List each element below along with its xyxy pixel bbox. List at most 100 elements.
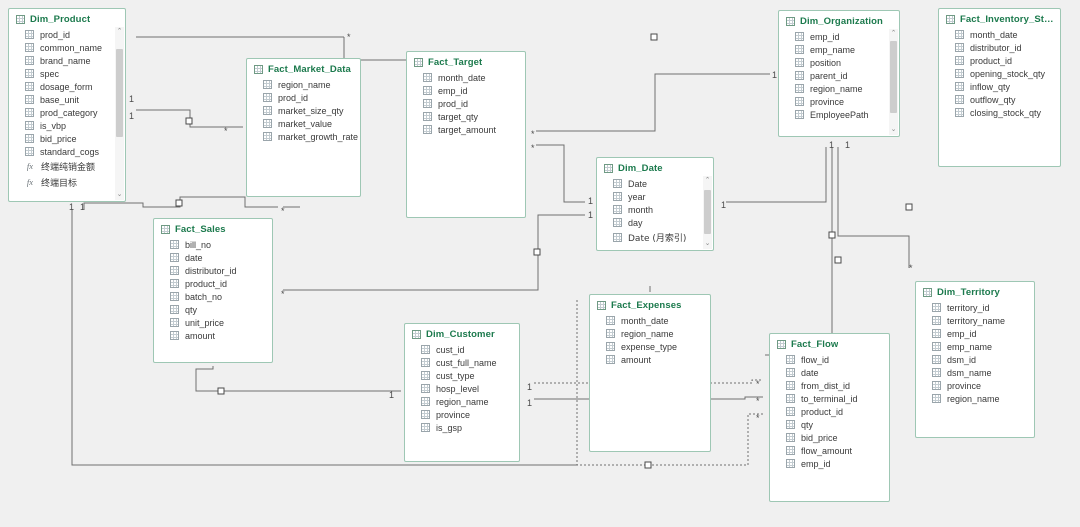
field-row[interactable]: standard_cogs (9, 145, 125, 158)
field-row[interactable]: expense_type (590, 340, 710, 353)
field-row[interactable]: qty (770, 418, 889, 431)
scroll-down-icon[interactable]: ⌄ (890, 126, 897, 133)
field-row[interactable]: dsm_name (916, 366, 1034, 379)
field-row[interactable]: brand_name (9, 54, 125, 67)
field-row[interactable]: emp_id (779, 30, 899, 43)
field-row[interactable]: flow_id (770, 353, 889, 366)
field-row[interactable]: month_date (590, 314, 710, 327)
field-row[interactable]: from_dist_id (770, 379, 889, 392)
table-header[interactable]: Fact_Expenses (590, 295, 710, 314)
scroll-thumb[interactable] (116, 49, 123, 137)
field-row[interactable]: market_size_qty (247, 104, 360, 117)
field-row[interactable]: position (779, 56, 899, 69)
field-row[interactable]: emp_id (916, 327, 1034, 340)
table-header[interactable]: Dim_Date (597, 158, 713, 177)
field-row[interactable]: to_terminal_id (770, 392, 889, 405)
table-header[interactable]: Fact_Market_Data (247, 59, 360, 78)
field-row[interactable]: prod_category (9, 106, 125, 119)
field-row[interactable]: closing_stock_qty (939, 106, 1060, 119)
field-row[interactable]: month_date (407, 71, 525, 84)
table-scrollbar[interactable]: ⌃⌄ (889, 29, 898, 135)
field-row[interactable]: distributor_id (154, 264, 272, 277)
field-row[interactable]: prod_id (247, 91, 360, 104)
field-row[interactable]: parent_id (779, 69, 899, 82)
field-row[interactable]: market_growth_rate (247, 130, 360, 143)
field-row[interactable]: region_name (779, 82, 899, 95)
field-row[interactable]: dsm_id (916, 353, 1034, 366)
table-header[interactable]: Fact_Sales (154, 219, 272, 238)
field-row[interactable]: flow_amount (770, 444, 889, 457)
scroll-down-icon[interactable]: ⌄ (116, 191, 123, 198)
field-row[interactable]: unit_price (154, 316, 272, 329)
field-row[interactable]: inflow_qty (939, 80, 1060, 93)
field-row[interactable]: province (916, 379, 1034, 392)
field-row[interactable]: month (597, 203, 713, 216)
field-row[interactable]: bid_price (9, 132, 125, 145)
field-row[interactable]: dosage_form (9, 80, 125, 93)
field-row[interactable]: Date (月索引) (597, 229, 713, 245)
table-header[interactable]: Dim_Product (9, 9, 125, 28)
scroll-thumb[interactable] (704, 190, 711, 234)
table-header[interactable]: Dim_Customer (405, 324, 519, 343)
table-scrollbar[interactable]: ⌃⌄ (703, 176, 712, 249)
scroll-up-icon[interactable]: ⌃ (704, 177, 711, 184)
scroll-down-icon[interactable]: ⌄ (704, 240, 711, 247)
scroll-thumb[interactable] (890, 41, 897, 113)
field-row[interactable]: region_name (590, 327, 710, 340)
field-row[interactable]: product_id (939, 54, 1060, 67)
field-row[interactable]: month_date (939, 28, 1060, 41)
field-row[interactable]: prod_id (9, 28, 125, 41)
field-row[interactable]: market_value (247, 117, 360, 130)
field-row[interactable]: region_name (405, 395, 519, 408)
table-header[interactable]: Fact_Target (407, 52, 525, 71)
table-header[interactable]: Dim_Territory (916, 282, 1034, 301)
field-row[interactable]: emp_id (770, 457, 889, 470)
field-row[interactable]: bill_no (154, 238, 272, 251)
field-row[interactable]: opening_stock_qty (939, 67, 1060, 80)
field-row[interactable]: emp_name (916, 340, 1034, 353)
scroll-up-icon[interactable]: ⌃ (890, 30, 897, 37)
field-row[interactable]: cust_id (405, 343, 519, 356)
field-row[interactable]: batch_no (154, 290, 272, 303)
field-row[interactable]: province (779, 95, 899, 108)
field-row[interactable]: territory_name (916, 314, 1034, 327)
field-row[interactable]: base_unit (9, 93, 125, 106)
field-row[interactable]: cust_full_name (405, 356, 519, 369)
field-row[interactable]: amount (590, 353, 710, 366)
field-row[interactable]: common_name (9, 41, 125, 54)
field-row[interactable]: date (154, 251, 272, 264)
field-row[interactable]: product_id (770, 405, 889, 418)
table-header[interactable]: Fact_Inventory_St… (939, 9, 1060, 28)
field-row[interactable]: hosp_level (405, 382, 519, 395)
field-row[interactable]: spec (9, 67, 125, 80)
field-row[interactable]: EmployeePath (779, 108, 899, 121)
field-row[interactable]: amount (154, 329, 272, 342)
table-scrollbar[interactable]: ⌃⌄ (115, 27, 124, 200)
field-row[interactable]: province (405, 408, 519, 421)
table-header[interactable]: Dim_Organization (779, 11, 899, 30)
field-row[interactable]: target_amount (407, 123, 525, 136)
field-row[interactable]: product_id (154, 277, 272, 290)
field-row[interactable]: target_qty (407, 110, 525, 123)
field-row[interactable]: prod_id (407, 97, 525, 110)
field-row[interactable]: date (770, 366, 889, 379)
field-row[interactable]: Date (597, 177, 713, 190)
field-row[interactable]: bid_price (770, 431, 889, 444)
field-row[interactable]: emp_id (407, 84, 525, 97)
field-row[interactable]: year (597, 190, 713, 203)
scroll-up-icon[interactable]: ⌃ (116, 28, 123, 35)
field-row[interactable]: day (597, 216, 713, 229)
field-row[interactable]: outflow_qty (939, 93, 1060, 106)
